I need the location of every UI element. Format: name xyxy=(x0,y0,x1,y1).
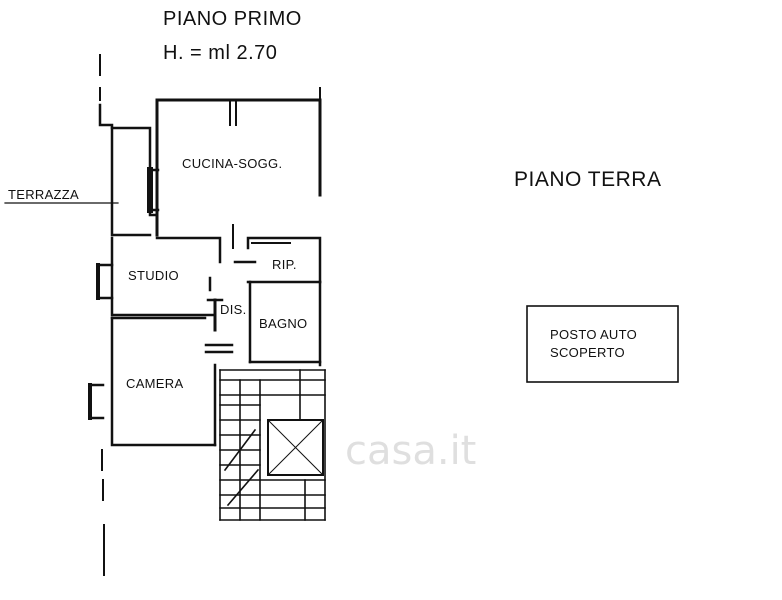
label-posto-auto: POSTO AUTO xyxy=(550,327,638,342)
label-terrazza: TERRAZZA xyxy=(8,187,80,202)
posto-auto-box xyxy=(526,305,679,383)
light-well xyxy=(267,419,324,476)
heading-piano-terra: PIANO TERRA xyxy=(514,168,662,191)
label-rip: RIP. xyxy=(272,257,297,272)
label-studio: STUDIO xyxy=(128,268,179,283)
watermark: casa.it xyxy=(345,428,477,474)
label-camera: CAMERA xyxy=(126,376,184,391)
studio-walls xyxy=(96,236,224,332)
label-bagno: BAGNO xyxy=(259,316,308,331)
cucina-walls xyxy=(155,87,322,284)
left-dashed-wall xyxy=(99,54,105,576)
service-walls xyxy=(204,260,322,367)
label-dis: DIS. xyxy=(220,302,247,317)
stair-block xyxy=(219,369,326,521)
heading-altezza: H. = ml 2.70 xyxy=(163,42,278,64)
heading-piano-primo: PIANO PRIMO xyxy=(163,8,302,30)
label-scoperto: SCOPERTO xyxy=(550,345,625,360)
camera-walls xyxy=(88,316,217,447)
terrazza-walls xyxy=(98,103,160,237)
label-cucina: CUCINA-SOGG. xyxy=(182,156,283,171)
